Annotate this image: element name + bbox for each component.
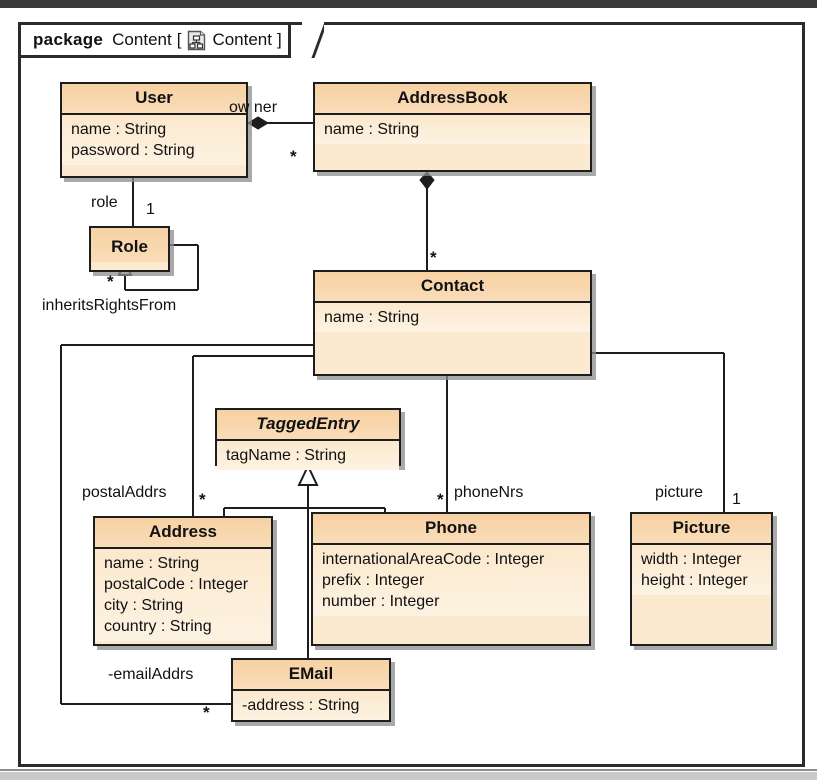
- attribute: internationalAreaCode : Integer: [322, 551, 545, 568]
- diagram-icon: [187, 30, 206, 51]
- class-email[interactable]: EMail -address : String: [231, 658, 391, 722]
- edge-label-owner: ow ner: [229, 99, 278, 116]
- attribute: name : String: [71, 121, 167, 138]
- attribute: country : String: [104, 618, 212, 635]
- attribute: city : String: [104, 597, 184, 614]
- attribute: -address : String: [242, 697, 360, 714]
- class-attributes-user: name : String password : String: [62, 115, 246, 165]
- attribute: postalCode : Integer: [104, 576, 249, 593]
- class-name-email: EMail: [233, 660, 389, 691]
- window-top-bar: [0, 0, 817, 8]
- class-phone[interactable]: Phone internationalAreaCode : Integer pr…: [311, 512, 591, 646]
- class-address[interactable]: Address name : String postalCode : Integ…: [93, 516, 273, 646]
- attribute: password : String: [71, 142, 195, 159]
- edge-label-phonenrs: phoneNrs: [454, 484, 524, 501]
- class-role[interactable]: Role: [89, 226, 170, 272]
- class-attributes-addressbook: name : String: [315, 115, 590, 144]
- attribute: height : Integer: [641, 572, 748, 589]
- attribute: tagName : String: [226, 447, 347, 464]
- class-name-addressbook: AddressBook: [315, 84, 590, 115]
- multiplicity-picture: 1: [732, 491, 741, 508]
- class-name-role: Role: [91, 228, 168, 262]
- attribute: number : Integer: [322, 593, 440, 610]
- package-tab-corner: [302, 22, 324, 58]
- attribute: width : Integer: [641, 551, 742, 568]
- class-addressbook[interactable]: AddressBook name : String: [313, 82, 592, 172]
- class-attributes-taggedentry: tagName : String: [217, 441, 399, 470]
- package-name: Content: [112, 30, 172, 49]
- attribute: prefix : Integer: [322, 572, 425, 589]
- class-user[interactable]: User name : String password : String: [60, 82, 248, 178]
- multiplicity-role: 1: [146, 201, 155, 218]
- edge-label-postaladdrs: postalAddrs: [82, 484, 167, 501]
- multiplicity-phonenrs: *: [437, 490, 444, 509]
- edge-label-picture: picture: [655, 484, 704, 501]
- window-bottom-bar: [0, 772, 817, 780]
- class-picture[interactable]: Picture width : Integer height : Integer: [630, 512, 773, 646]
- class-attributes-phone: internationalAreaCode : Integer prefix :…: [313, 545, 589, 616]
- bracket-close: ]: [276, 30, 282, 49]
- bracket-open: [: [176, 30, 182, 49]
- multiplicity-contacts: *: [430, 248, 437, 267]
- package-keyword: package: [33, 30, 104, 49]
- class-name-contact: Contact: [315, 272, 590, 303]
- attribute: name : String: [324, 121, 420, 138]
- class-attributes-picture: width : Integer height : Integer: [632, 545, 771, 595]
- package-diagram-name: Content: [212, 30, 272, 49]
- edge-label-role: role: [91, 194, 118, 211]
- attribute: name : String: [104, 555, 200, 572]
- multiplicity-emailaddrs: *: [203, 703, 210, 722]
- class-attributes-address: name : String postalCode : Integer city …: [95, 549, 271, 641]
- multiplicity-owner: *: [290, 147, 297, 166]
- edge-label-emailaddrs: -emailAddrs: [108, 666, 194, 683]
- class-taggedentry[interactable]: TaggedEntry tagName : String: [215, 408, 401, 470]
- window-bottom-rule: [0, 769, 817, 771]
- class-name-user: User: [62, 84, 246, 115]
- edge-label-inherits: inheritsRightsFrom: [42, 297, 177, 314]
- class-attributes-contact: name : String: [315, 303, 590, 332]
- attribute: name : String: [324, 309, 420, 326]
- class-name-phone: Phone: [313, 514, 589, 545]
- class-attributes-email: -address : String: [233, 691, 389, 720]
- class-contact[interactable]: Contact name : String: [313, 270, 592, 376]
- class-name-picture: Picture: [632, 514, 771, 545]
- class-name-address: Address: [95, 518, 271, 549]
- multiplicity-postaladdrs: *: [199, 490, 206, 509]
- package-tab: package Content [ Content ]: [18, 22, 291, 58]
- class-name-taggedentry: TaggedEntry: [217, 410, 399, 441]
- multiplicity-inherits: *: [107, 272, 114, 291]
